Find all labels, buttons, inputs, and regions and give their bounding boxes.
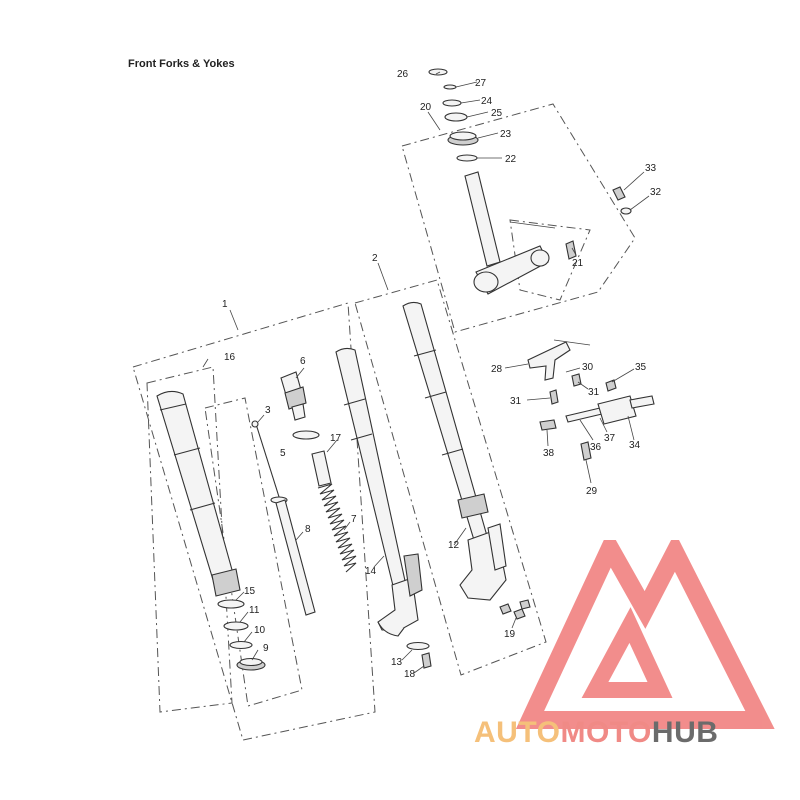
fork-outer-tube-left <box>156 390 241 597</box>
callout-3: 3 <box>265 405 271 416</box>
top-yoke-hardware <box>428 68 479 162</box>
callout-20: 20 <box>420 102 432 113</box>
caliper-bracket <box>527 341 655 461</box>
spacer-tube <box>311 450 332 487</box>
callout-5: 5 <box>280 448 286 459</box>
damper-cartridge <box>275 499 316 616</box>
callout-24: 24 <box>481 96 493 107</box>
callout-36: 36 <box>590 442 602 453</box>
callout-25: 25 <box>491 108 503 119</box>
steering-stem-bottom-yoke <box>464 171 550 295</box>
callout-31a: 31 <box>588 387 600 398</box>
fork-leg-right <box>402 301 507 601</box>
leader-lines <box>202 71 650 674</box>
callout-34: 34 <box>629 440 641 451</box>
watermark-text-moto: MOTO <box>560 716 652 749</box>
fork-cap <box>280 371 307 421</box>
watermark-logo <box>515 540 775 729</box>
callout-18: 18 <box>404 669 416 680</box>
callout-31b: 31 <box>510 396 522 407</box>
callout-35: 35 <box>635 362 647 373</box>
callout-numbers: 1 2 3 5 6 7 8 9 10 11 12 13 14 15 16 17 … <box>222 69 662 680</box>
yoke-clamp-bolt <box>612 186 632 215</box>
callout-9: 9 <box>263 643 269 654</box>
callout-30: 30 <box>582 362 594 373</box>
callout-13: 13 <box>391 657 403 668</box>
callout-16: 16 <box>224 352 236 363</box>
group-outline-16 <box>146 366 233 713</box>
watermark-text: AUTOMOTOHUB <box>474 716 718 750</box>
callout-2: 2 <box>372 253 378 264</box>
callout-26: 26 <box>397 69 409 80</box>
damper-rod <box>251 420 288 504</box>
callout-33: 33 <box>645 163 657 174</box>
seal-rings <box>217 599 266 671</box>
group-outline-2 <box>354 279 547 676</box>
group-outline-brake <box>509 219 591 301</box>
fork-spring <box>317 483 357 573</box>
callout-27: 27 <box>475 78 487 89</box>
pinch-bolts <box>499 599 531 620</box>
watermark-text-auto: AUTO <box>474 716 561 749</box>
callout-21: 21 <box>572 258 584 269</box>
callout-17: 17 <box>330 433 342 444</box>
callout-22: 22 <box>505 154 517 165</box>
callout-29: 29 <box>586 486 598 497</box>
callout-1: 1 <box>222 299 228 310</box>
callout-19: 19 <box>504 629 516 640</box>
axle-clamp-parts <box>406 641 432 669</box>
callout-10: 10 <box>254 625 266 636</box>
callout-23: 23 <box>500 129 512 140</box>
callout-8: 8 <box>305 524 311 535</box>
watermark-triangle-icon <box>515 540 775 729</box>
callout-7: 7 <box>351 514 357 525</box>
callout-12: 12 <box>448 540 460 551</box>
stem-bolt <box>565 240 577 260</box>
callout-32: 32 <box>650 187 662 198</box>
page-title: Front Forks & Yokes <box>128 58 235 70</box>
callout-38: 38 <box>543 448 555 459</box>
callout-11: 11 <box>249 605 260 616</box>
group-outline-20 <box>401 103 636 333</box>
washer <box>292 430 320 440</box>
callout-15: 15 <box>244 586 256 597</box>
callout-6: 6 <box>300 356 306 367</box>
callout-28: 28 <box>491 364 503 375</box>
callout-37: 37 <box>604 433 616 444</box>
callout-14: 14 <box>365 566 377 577</box>
group-outline-1 <box>132 302 376 741</box>
watermark-text-hub: HUB <box>651 716 719 749</box>
fork-leg-left <box>335 347 423 637</box>
